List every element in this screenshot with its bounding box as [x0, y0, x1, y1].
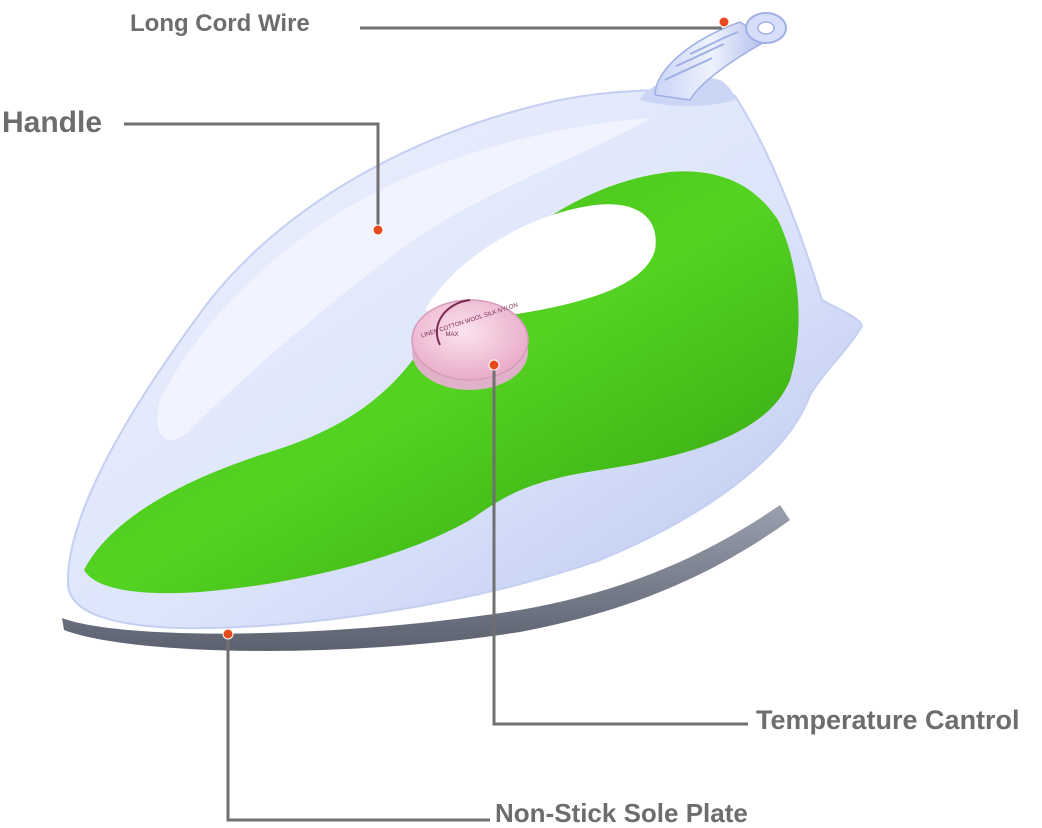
leader-lines: [124, 16, 748, 822]
temperature-leader-line: [492, 365, 748, 726]
sole-plate-leader-dot: [222, 628, 234, 640]
cord-label: Long Cord Wire: [130, 10, 310, 37]
handle-label: Handle: [2, 106, 103, 139]
handle-leader-dot: [372, 224, 384, 236]
temperature-leader-dot: [488, 359, 500, 371]
temperature-dial: LINEN COTTON WOOL SILK NYLON MAX: [411, 299, 529, 390]
temperature-label: Temperature Cantrol: [756, 705, 1020, 735]
dial-max-mark: MAX: [445, 332, 458, 338]
iron-illustration: LINEN COTTON WOOL SILK NYLON MAX: [62, 12, 864, 651]
sole-plate-label: Non-Stick Sole Plate: [495, 798, 748, 828]
cord-leader-dot: [718, 16, 730, 28]
cord-guard: [654, 12, 787, 101]
handle-leader-line: [124, 122, 380, 230]
sole-plate-shape: [62, 505, 790, 651]
handle-opening: [425, 204, 656, 319]
sole-plate-leader-line: [226, 634, 490, 822]
handle-highlight: [157, 118, 650, 440]
